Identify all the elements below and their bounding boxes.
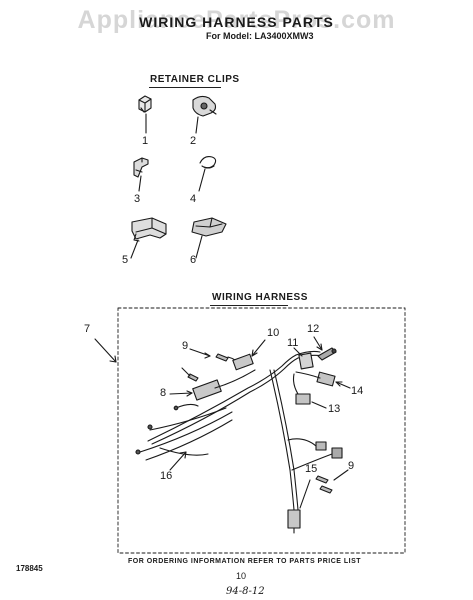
wire-lead: [175, 403, 199, 409]
callout-1: 1: [142, 135, 149, 147]
callout-16: 16: [160, 470, 173, 482]
callout-9-upper: 9: [182, 340, 189, 352]
callout-5: 5: [122, 254, 129, 266]
retainer-clip-2: [192, 95, 217, 134]
callout-12: 12: [307, 323, 320, 335]
wiring-harness-heading: WIRING HARNESS: [212, 292, 308, 303]
callout-11: 11: [287, 337, 299, 349]
callout-7-leader: [94, 338, 117, 363]
callout-7: 7: [84, 323, 91, 335]
connector-12: [313, 336, 337, 361]
retainer-clip-5: [130, 217, 167, 259]
harness-heading-rule: [210, 305, 288, 306]
handwritten-date: 94-8-12: [226, 586, 265, 597]
retainer-clip-6: [191, 217, 227, 259]
callout-14: 14: [351, 385, 364, 397]
callout-6: 6: [190, 254, 197, 266]
harness-branch-wires: [287, 438, 343, 471]
document-number: 178845: [16, 564, 43, 573]
page-number: 10: [236, 571, 247, 581]
retainer-clip-4: [198, 156, 217, 192]
retainer-clip-1: [138, 95, 152, 134]
callout-8: 8: [160, 387, 167, 399]
connector-8: [169, 369, 256, 401]
wire-bundle-16: [135, 407, 233, 471]
callout-15: 15: [305, 463, 318, 475]
connector-11: [293, 347, 314, 370]
terminals-9-lower: [315, 469, 349, 494]
callout-3: 3: [134, 193, 141, 205]
callout-13: 13: [328, 403, 341, 415]
model-label: For Model: LA3400XMW3: [206, 31, 314, 41]
connector-13: [292, 373, 327, 409]
connector-14: [295, 371, 351, 389]
watermark: AppliancePartsPros.com: [77, 6, 396, 34]
callout-4: 4: [190, 193, 197, 205]
connector-15: [287, 479, 311, 534]
connector-10: [232, 339, 266, 371]
retainer-heading-rule: [149, 87, 221, 88]
ordering-info: FOR ORDERING INFORMATION REFER TO PARTS …: [128, 558, 362, 565]
callout-2: 2: [190, 135, 197, 147]
retainer-clips-heading: RETAINER CLIPS: [150, 74, 240, 85]
harness-main-trunk: [147, 350, 323, 511]
callout-10: 10: [267, 327, 280, 339]
callout-9-lower: 9: [348, 460, 355, 472]
page-title: WIRING HARNESS PARTS: [139, 14, 334, 30]
retainer-clip-3: [133, 157, 149, 192]
